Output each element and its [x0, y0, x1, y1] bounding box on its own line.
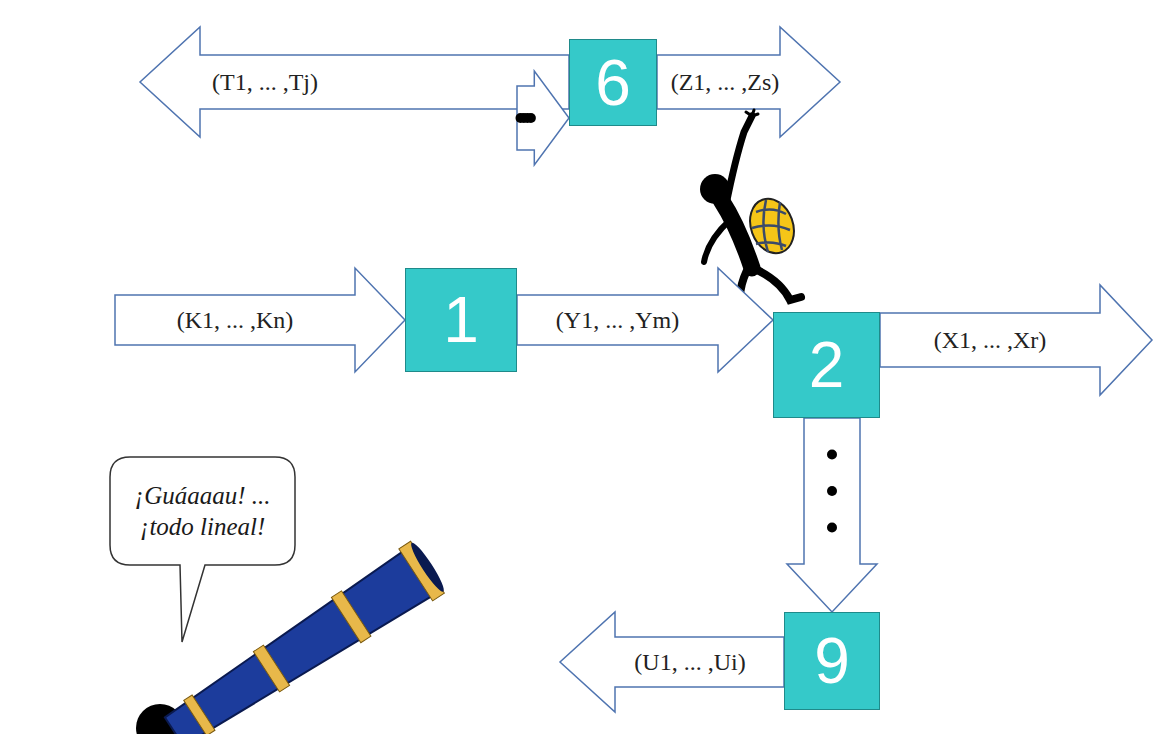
- block-arrow: [517, 71, 569, 165]
- vector-label: (X1, ... ,Xr): [934, 327, 1047, 353]
- box-number: 1: [443, 288, 479, 352]
- block-arrow-connector: [787, 418, 877, 612]
- ellipsis-dot: [827, 450, 837, 460]
- block-arrow: [140, 27, 569, 137]
- block-arrow: [560, 612, 784, 712]
- block-arrow: [517, 268, 773, 372]
- block-arrow: [115, 268, 405, 372]
- process-box: 1: [405, 268, 517, 372]
- edge-label: (Y1, ... ,Ym): [554, 307, 681, 333]
- ellipsis-dot: [827, 523, 837, 533]
- process-box: 6: [569, 39, 657, 126]
- vector-label: (Z1, ... ,Zs): [671, 69, 780, 95]
- vector-label: (K1, ... ,Kn): [177, 307, 294, 333]
- block-arrow-connector: [516, 71, 570, 165]
- bubble-shape: [110, 457, 295, 642]
- speech-bubble: ¡Guáaaau! ... ¡todo lineal!: [110, 457, 295, 565]
- process-box: 9: [784, 612, 880, 710]
- ellipsis-dot: [827, 486, 837, 496]
- block-arrow: [787, 418, 877, 612]
- process-box: 2: [773, 312, 880, 418]
- box-number: 6: [595, 51, 631, 115]
- speech-text: ¡Guáaaau! ... ¡todo lineal!: [122, 480, 283, 543]
- box-number: 2: [809, 333, 845, 397]
- ellipsis-dot: [526, 113, 536, 123]
- bubble-outline: [110, 457, 295, 565]
- vector-label: (U1, ... ,Ui): [634, 649, 745, 675]
- block-arrow: [880, 285, 1152, 395]
- climber-figure: [700, 110, 801, 322]
- vector-label: (T1, ... ,Tj): [212, 69, 318, 95]
- block-arrow-connector: [517, 268, 773, 372]
- box-number: 9: [814, 629, 850, 693]
